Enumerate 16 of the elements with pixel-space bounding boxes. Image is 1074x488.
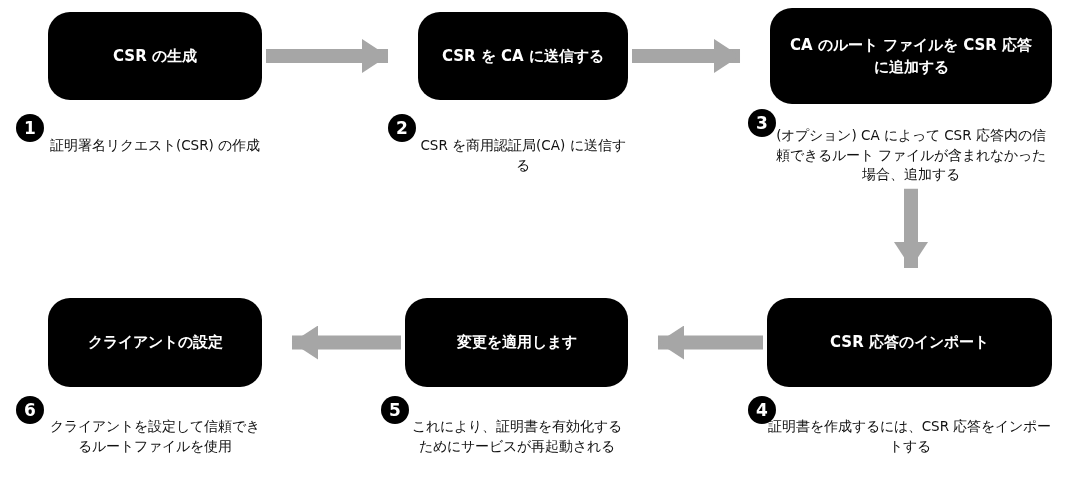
step-description: (オプション) CA によって CSR 応答内の信頼できるルート ファイルが含まれなかった場合、追加する: [774, 126, 1048, 185]
step-description: これにより、証明書を有効化するためにサービスが再起動される: [410, 417, 623, 456]
process-box: CSR を CA に送信する: [418, 12, 628, 100]
step-number: 5: [381, 396, 409, 424]
step-number: 3: [748, 109, 776, 137]
step-number: 6: [16, 396, 44, 424]
process-box: CSR の生成: [48, 12, 262, 100]
process-box: クライアントの設定: [48, 298, 262, 387]
step-description: 証明署名リクエスト(CSR) の作成: [48, 136, 262, 155]
process-box: 変更を適用します: [405, 298, 628, 387]
process-box: CSR 応答のインポート: [767, 298, 1052, 387]
step-description: CSR を商用認証局(CA) に送信する: [419, 136, 627, 175]
step-description: クライアントを設定して信頼できるルートファイルを使用: [49, 417, 261, 456]
step-number: 1: [16, 114, 44, 142]
step-number: 2: [388, 114, 416, 142]
process-box: CA のルート ファイルを CSR 応答に追加する: [770, 8, 1052, 104]
